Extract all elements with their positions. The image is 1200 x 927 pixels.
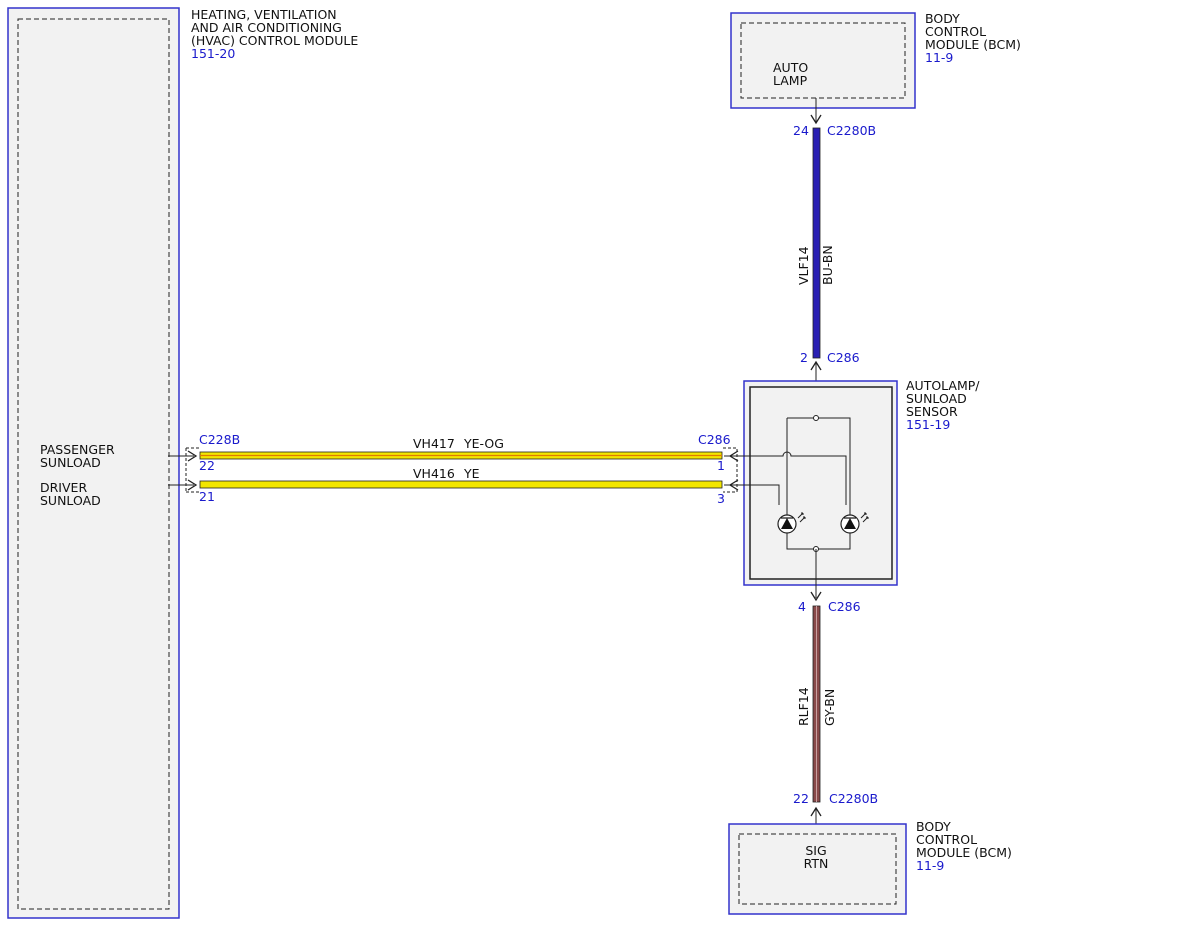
connector-c2280b-bottom-label: C2280B <box>829 791 878 806</box>
bcm-top-title-line-2: CONTROL <box>925 24 986 39</box>
hvac-title-line-3: (HVAC) CONTROL MODULE <box>191 33 358 48</box>
driver-sunload-label-1: DRIVER <box>40 480 87 495</box>
pin-22-label: 22 <box>199 458 215 473</box>
bcm-bottom-inner-outline <box>738 833 897 905</box>
pin-1-label: 1 <box>717 458 725 473</box>
connector-c286-top-label: C286 <box>827 350 860 365</box>
sensor-internal-circuit <box>724 415 851 598</box>
bcm-bottom-outline <box>728 823 907 915</box>
sensor-title: AUTOLAMP/ SUNLOAD SENSOR 151-19 <box>906 378 980 432</box>
connector-c286-side-label: C286 <box>698 432 731 447</box>
pin-24-arrow-icon <box>810 114 822 125</box>
bcm-top-module: AUTO LAMP <box>730 12 916 109</box>
bcm-bottom-title-line-3: MODULE (BCM) <box>916 845 1012 860</box>
vh417-circuit-label: VH417 <box>413 436 455 451</box>
bcm-bottom-signal-line-1: SIG <box>805 843 826 858</box>
bcm-top-title-line-1: BODY <box>925 11 960 26</box>
wire-rlf14[interactable]: 4 C286 22 C2280B RLF14 GY-BN <box>793 591 878 834</box>
wire-vlf14[interactable]: 24 C2280B 2 C286 VLF14 BU-BN <box>793 98 876 418</box>
bcm-top-title-line-3: MODULE (BCM) <box>925 37 1021 52</box>
vh416-circuit-label: VH416 <box>413 466 455 481</box>
bcm-top-outline <box>730 12 916 109</box>
bcm-bottom-module: SIG RTN <box>728 823 907 915</box>
hvac-title-line-2: AND AIR CONDITIONING <box>191 20 342 35</box>
hvac-title-line-1: HEATING, VENTILATION <box>191 7 337 22</box>
sensor-title-line-1: AUTOLAMP/ <box>906 378 980 393</box>
bcm-top-inner-outline <box>740 22 906 99</box>
passenger-sunload-label-2: SUNLOAD <box>40 455 101 470</box>
hvac-signal-labels: PASSENGER SUNLOAD DRIVER SUNLOAD <box>40 442 115 508</box>
pin-21-arrow-icon <box>187 479 198 491</box>
hvac-module-inner-outline <box>17 18 170 910</box>
bcm-bottom-signal-line-2: RTN <box>804 856 829 871</box>
pin-4-arrow-icon <box>810 591 822 602</box>
photodiode-left <box>777 512 806 534</box>
bcm-top-signal-line-2: LAMP <box>773 73 808 88</box>
hvac-module <box>7 7 180 919</box>
connector-c286-side: C286 1 3 <box>698 432 739 506</box>
vlf14-color-label: BU-BN <box>820 245 835 285</box>
sensor-outline <box>743 380 898 586</box>
sensor-title-line-3: SENSOR <box>906 404 958 419</box>
bcm-bottom-ref[interactable]: 11-9 <box>916 858 944 873</box>
connector-c286-bottom-label: C286 <box>828 599 861 614</box>
wire-vh417[interactable]: VH417 YE-OG <box>199 436 723 460</box>
hvac-module-outline <box>7 7 180 919</box>
pin-4-label: 4 <box>798 599 806 614</box>
photodiode-right <box>840 512 869 534</box>
connector-c2280b-top-label: C2280B <box>827 123 876 138</box>
pin-21-label: 21 <box>199 489 215 504</box>
bcm-top-signal-line-1: AUTO <box>773 60 808 75</box>
bcm-top-ref[interactable]: 11-9 <box>925 50 953 65</box>
sensor-module <box>743 380 898 586</box>
pin-24-label: 24 <box>793 123 809 138</box>
hvac-ref[interactable]: 151-20 <box>191 46 235 61</box>
sensor-title-line-2: SUNLOAD <box>906 391 967 406</box>
bcm-bottom-title-line-1: BODY <box>916 819 951 834</box>
bcm-bottom-title: BODY CONTROL MODULE (BCM) 11-9 <box>916 819 1012 873</box>
pin-3-label: 3 <box>717 491 725 506</box>
pin-22b-label: 22 <box>793 791 809 806</box>
rlf14-circuit-label: RLF14 <box>796 687 811 726</box>
vh416-color-label: YE <box>463 466 480 481</box>
rlf14-color-label: GY-BN <box>822 689 837 726</box>
connector-c228b: C228B 22 21 <box>168 432 240 504</box>
wire-vh416[interactable]: VH416 YE <box>199 466 723 489</box>
bcm-top-title: BODY CONTROL MODULE (BCM) 11-9 <box>925 11 1021 65</box>
hvac-module-title: HEATING, VENTILATION AND AIR CONDITIONIN… <box>191 7 358 61</box>
sensor-inner-outline <box>749 386 893 580</box>
passenger-sunload-label-1: PASSENGER <box>40 442 115 457</box>
bcm-bottom-title-line-2: CONTROL <box>916 832 977 847</box>
vlf14-circuit-label: VLF14 <box>796 246 811 285</box>
vh417-color-label: YE-OG <box>463 436 504 451</box>
connector-c228b-label: C228B <box>199 432 240 447</box>
sensor-ref[interactable]: 151-19 <box>906 417 950 432</box>
driver-sunload-label-2: SUNLOAD <box>40 493 101 508</box>
pin-2-label: 2 <box>800 350 808 365</box>
pin-22-arrow-icon <box>187 450 198 462</box>
